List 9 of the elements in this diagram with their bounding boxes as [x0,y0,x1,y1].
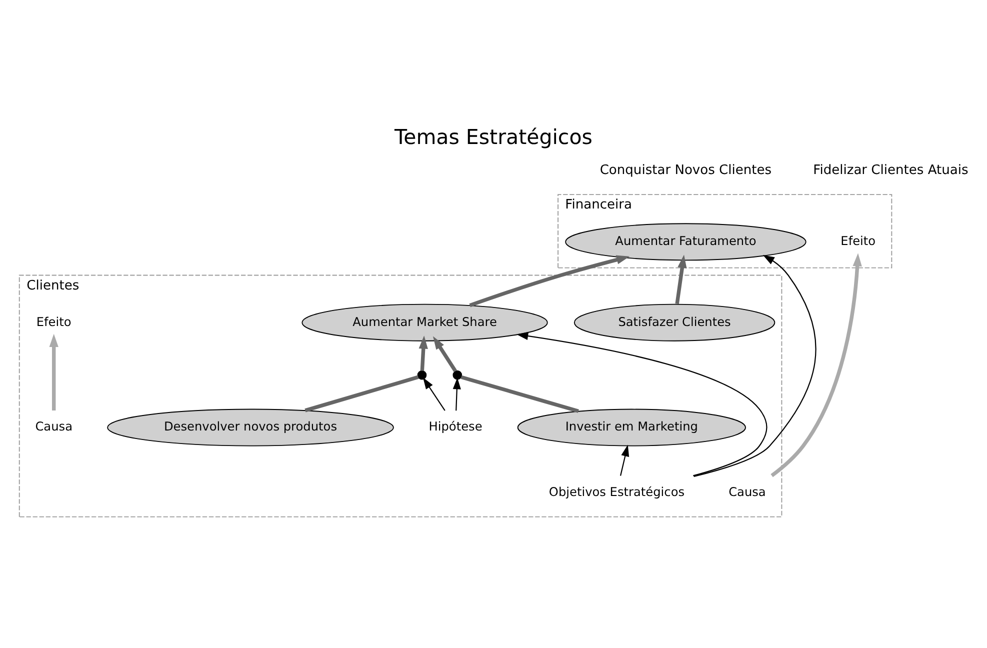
node-text: Efeito [36,314,72,329]
diagram-title: Temas Estratégicos [394,124,592,149]
node-text: Objetivos Estratégicos [548,484,685,499]
node-text: Causa [728,484,766,499]
node-text: Hipótese [428,420,482,434]
node-text: Causa [35,420,72,434]
label: Conquistar Novos Clientes [600,162,772,178]
label: Fidelizar Clientes Atuais [813,162,968,178]
node-text: Efeito [840,234,876,248]
